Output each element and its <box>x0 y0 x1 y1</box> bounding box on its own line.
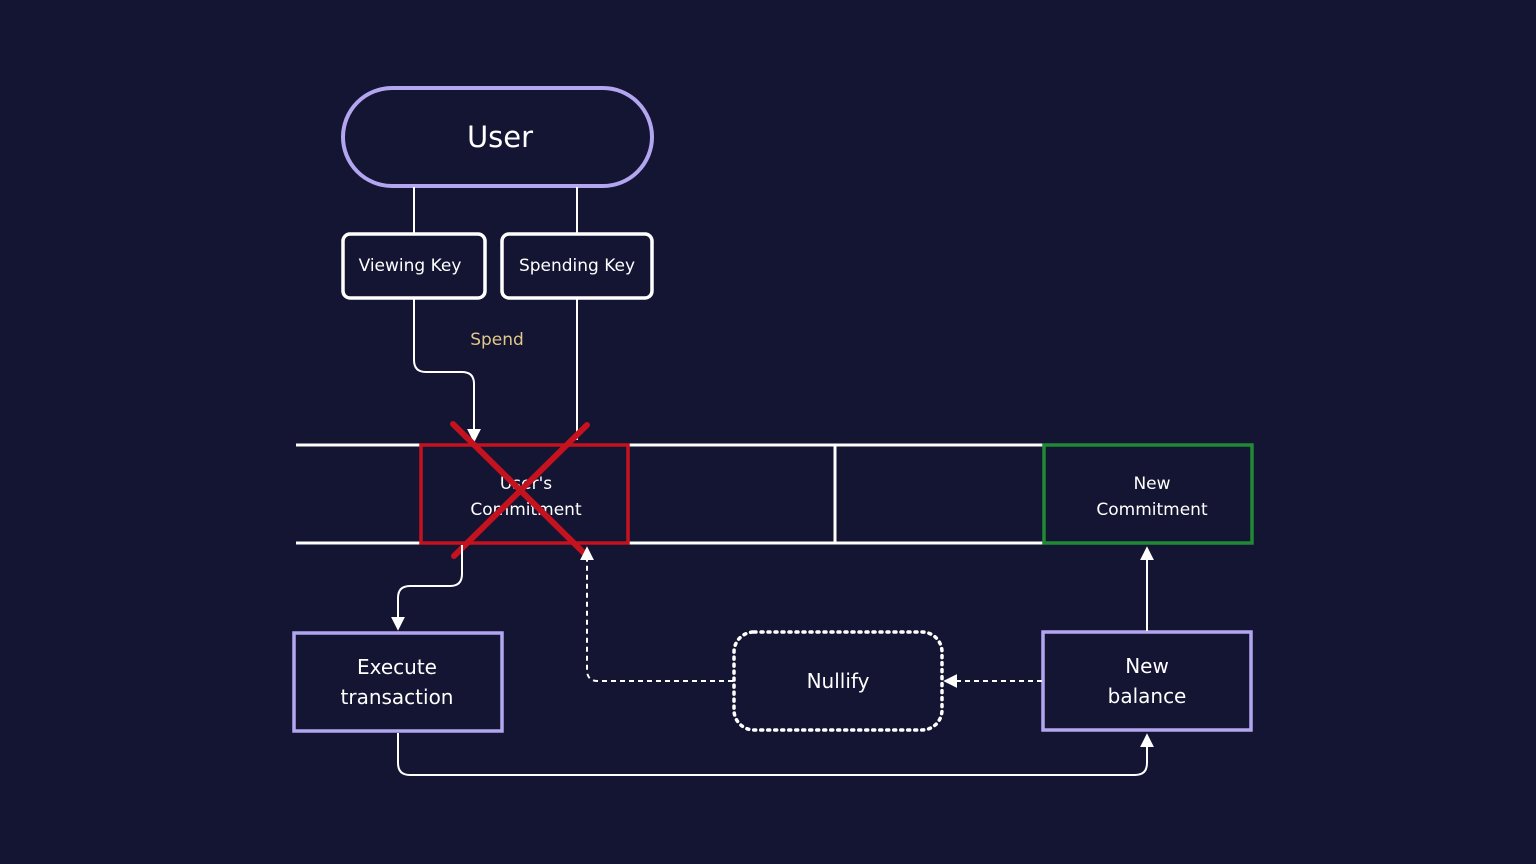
user-label: User <box>467 120 533 154</box>
execute-transaction-label-line2: transaction <box>341 685 454 709</box>
nullify-node <box>732 630 944 732</box>
commitment-to-execute-arrow <box>391 545 463 631</box>
users-commitment-node <box>419 443 630 545</box>
new-balance-label-line2: balance <box>1108 684 1187 708</box>
new-commitment-label-line1: New <box>1133 474 1170 494</box>
users-commitment-label-line2: Commitment <box>470 500 582 520</box>
viewing-key-to-commitment-arrow <box>413 298 481 443</box>
user-node <box>341 86 654 188</box>
execute-transaction-node <box>292 631 504 733</box>
new-balance-node <box>1041 630 1253 732</box>
execute-to-new-balance-arrow <box>397 733 1154 776</box>
spend-label: Spend <box>470 330 524 350</box>
nullify-label: Nullify <box>807 669 870 693</box>
execute-transaction-label-line1: Execute <box>357 655 437 679</box>
new-commitment-label-line2: Commitment <box>1096 500 1208 520</box>
nullify-to-commitment-arrow <box>580 546 733 682</box>
cross-out-mark-b <box>451 422 590 559</box>
new-balance-label-line1: New <box>1125 654 1169 678</box>
spending-key-label: Spending Key <box>519 256 635 276</box>
new-commitment-node <box>1042 443 1254 545</box>
viewing-key-label: Viewing Key <box>359 256 462 276</box>
